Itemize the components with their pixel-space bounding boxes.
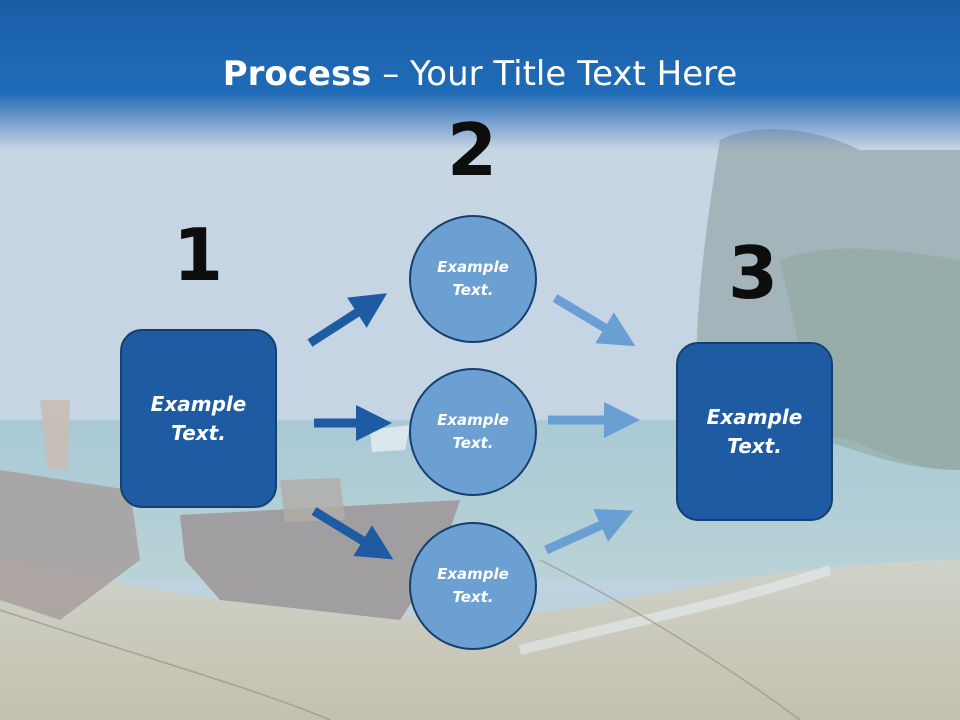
circle-bottom-text-line1: Example — [437, 565, 509, 583]
step-number-2: 2 — [446, 108, 498, 192]
title-rest-text: – Your Title Text Here — [371, 54, 738, 94]
slide-title: Process – Your Title Text Here — [0, 52, 960, 96]
arrow-step1-to-top — [307, 293, 388, 347]
title-bold-word: Process — [222, 54, 372, 94]
arrow-step1-to-bottom — [311, 507, 394, 560]
circle-top-text-line1: Example — [437, 258, 509, 276]
circle-middle-text-line1: Example — [437, 411, 509, 429]
arrow-top-to-step3 — [552, 294, 636, 347]
process-circle-middle: Example Text. — [409, 368, 537, 496]
circle-top-text-line2: Text. — [452, 281, 494, 299]
step-1-box: Example Text. — [120, 329, 277, 508]
step-3-text-line1: Example — [706, 404, 803, 429]
circle-bottom-text-line2: Text. — [452, 588, 494, 606]
arrow-bottom-to-step3 — [544, 508, 634, 555]
process-circle-bottom: Example Text. — [409, 522, 537, 650]
step-1-text-line1: Example — [150, 391, 247, 416]
step-number-3: 3 — [727, 231, 779, 315]
step-3-text-line2: Text. — [727, 433, 782, 458]
step-number-1: 1 — [172, 213, 224, 297]
step-1-text-line2: Text. — [171, 420, 226, 445]
step-3-box: Example Text. — [676, 342, 833, 521]
circle-middle-text-line2: Text. — [452, 434, 494, 452]
title-bar — [0, 0, 960, 150]
process-circle-top: Example Text. — [409, 215, 537, 343]
